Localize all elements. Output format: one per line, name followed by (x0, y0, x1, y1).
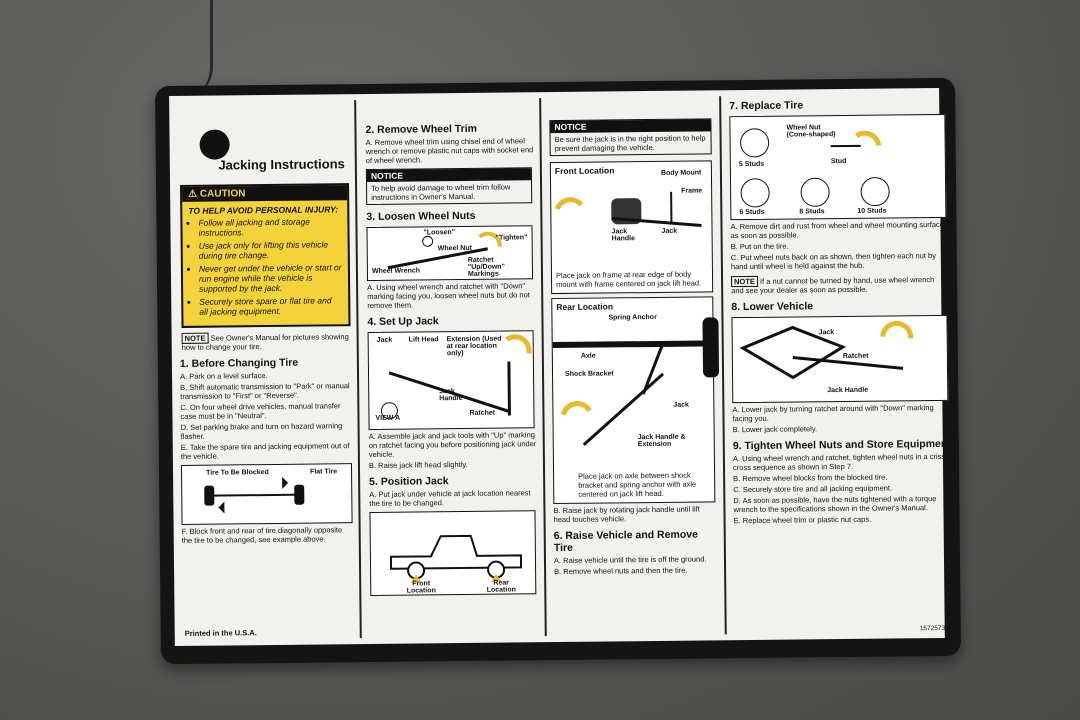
wrench-icon (387, 231, 502, 270)
step-9-title: 9. Tighten Wheel Nuts and Store Equipmen… (732, 437, 951, 453)
list-item: A. Put jack under vehicle at jack locati… (369, 488, 531, 508)
scissor-jack-icon (739, 320, 914, 380)
list-item: A. Assemble jack and jack tools with "Up… (368, 430, 537, 459)
rear-location-diagram: Rear Location Spring Anchor Axle Shock B… (551, 296, 720, 505)
step-5-title: 5. Position Jack (369, 475, 449, 488)
fig-label: Tire To Be Blocked (206, 469, 269, 477)
caution-item: Securely store spare or flat tire and al… (199, 295, 342, 316)
column-1: Jacking Instructions ⚠ CAUTION TO HELP A… (169, 94, 360, 646)
step-2-title: 2. Remove Wheel Trim (365, 122, 477, 137)
list-item: A. Park on a level surface. (179, 371, 268, 381)
caution-item: Use jack only for lifting this vehicle d… (199, 239, 342, 260)
list-item: B. Remove wheel nuts and then the tire. (554, 565, 688, 577)
list-item: A. Lower jack by turning ratchet around … (732, 403, 934, 424)
list-item: B. Shift automatic transmission to "Park… (180, 381, 350, 401)
list-item: D. Set parking brake and turn on hazard … (180, 421, 343, 441)
column-2: 2. Remove Wheel Trim A. Remove wheel tri… (357, 92, 543, 644)
axle-jack-icon (552, 317, 720, 446)
frame-jack-icon (554, 191, 702, 227)
caution-item: Never get under the vehicle or start or … (199, 262, 342, 293)
list-item: C. Put wheel nuts back on as shown, then… (730, 251, 936, 272)
list-item: B. Put on the tire. (730, 241, 789, 252)
list-item: A. Using wheel wrench and ratchet with "… (367, 281, 530, 310)
caution-list: Follow all jacking and storage instructi… (188, 216, 342, 317)
power-cable (180, 0, 213, 100)
caution-box: ⚠ CAUTION TO HELP AVOID PERSONAL INJURY:… (180, 183, 351, 328)
step-7-title: 7. Replace Tire (729, 99, 804, 113)
jacking-instructions-sheet: Jacking Instructions ⚠ CAUTION TO HELP A… (154, 77, 962, 665)
pickup-truck-icon (389, 534, 523, 583)
list-item: C. On four wheel drive vehicles, manual … (180, 401, 341, 421)
note-nut: NOTE If a nut cannot be turned by hand, … (731, 275, 935, 296)
list-item: B. Raise jack lift head slightly. (368, 459, 468, 470)
list-item: F. Block front and rear of tire diagonal… (181, 525, 343, 545)
list-item: A. Raise vehicle until the tire is off t… (553, 554, 707, 566)
step-4-title: 4. Set Up Jack (367, 315, 439, 328)
caution-label: ⚠ CAUTION (182, 185, 348, 202)
list-item: B. Raise jack by rotating jack handle un… (553, 504, 700, 525)
list-item: C. Securely store tire and all jacking e… (733, 483, 893, 495)
fig-label: Flat Tire (310, 468, 338, 476)
instruction-paper: Jacking Instructions ⚠ CAUTION TO HELP A… (169, 87, 951, 647)
step-1-list: A. Park on a level surface. B. Shift aut… (180, 370, 354, 461)
wheel-stud-icon (740, 128, 890, 208)
caution-item: Follow all jacking and storage instructi… (198, 216, 341, 238)
part-number: 15725730 (919, 624, 949, 633)
page-title: Jacking Instructions (218, 156, 345, 173)
step-3-title: 3. Loosen Wheel Nuts (366, 209, 476, 223)
tire-block-diagram: Tire To Be Blocked Flat Tire (180, 463, 353, 525)
stud-pattern-diagram: Wheel Nut (Cone-shaped) Stud 5 Studs 6 S… (729, 113, 947, 221)
caution-heading: TO HELP AVOID PERSONAL INJURY: (188, 204, 339, 216)
axle-diagram-icon (204, 476, 305, 514)
step-6-title: 6. Raise Vehicle and Remove Tire (553, 528, 698, 555)
step-1-title: 1. Before Changing Tire (179, 356, 299, 370)
column-3: NOTICE Be sure the jack is in the right … (541, 90, 723, 642)
list-item: E. Take the spare tire and jacking equip… (180, 441, 350, 461)
list-item: A. Remove dirt and rust from wheel and w… (730, 219, 948, 241)
list-item: B. Lower jack completely. (732, 424, 818, 435)
notice-box: NOTICE Be sure the jack is in the right … (549, 118, 712, 157)
printed-in: Printed in the U.S.A. (184, 628, 257, 638)
list-item: B. Remove wheel blocks from the blocked … (733, 472, 888, 484)
lower-jack-diagram: Jack Ratchet Jack Handle (731, 314, 949, 404)
list-item: D. As soon as possible, have the nuts ti… (733, 494, 937, 515)
jack-setup-diagram: Jack Lift Head Extension (Used at rear l… (367, 330, 535, 430)
truck-diagram: Front Location Rear Location (369, 510, 537, 596)
notice-box: NOTICE To help avoid damage to wheel tri… (365, 167, 533, 205)
wheel-nut-diagram: "Loosen" "Tighten" Wheel Nut Ratchet "Up… (366, 225, 534, 281)
list-item: A. Using wheel wrench and ratchet, tight… (732, 451, 948, 473)
list-item: A. Remove wheel trim using chisel end of… (365, 136, 534, 166)
step-8-title: 8. Lower Vehicle (731, 300, 814, 314)
list-item: E. Replace wheel trim or plastic nut cap… (733, 514, 872, 526)
jack-icon (380, 334, 532, 420)
column-4: 7. Replace Tire Wheel Nut (Cone-shaped) … (721, 88, 957, 640)
front-location-diagram: Front Location Body Mount Frame Jack Han… (549, 160, 714, 295)
note-owners-manual: NOTE See Owner's Manual for pictures sho… (181, 332, 349, 352)
